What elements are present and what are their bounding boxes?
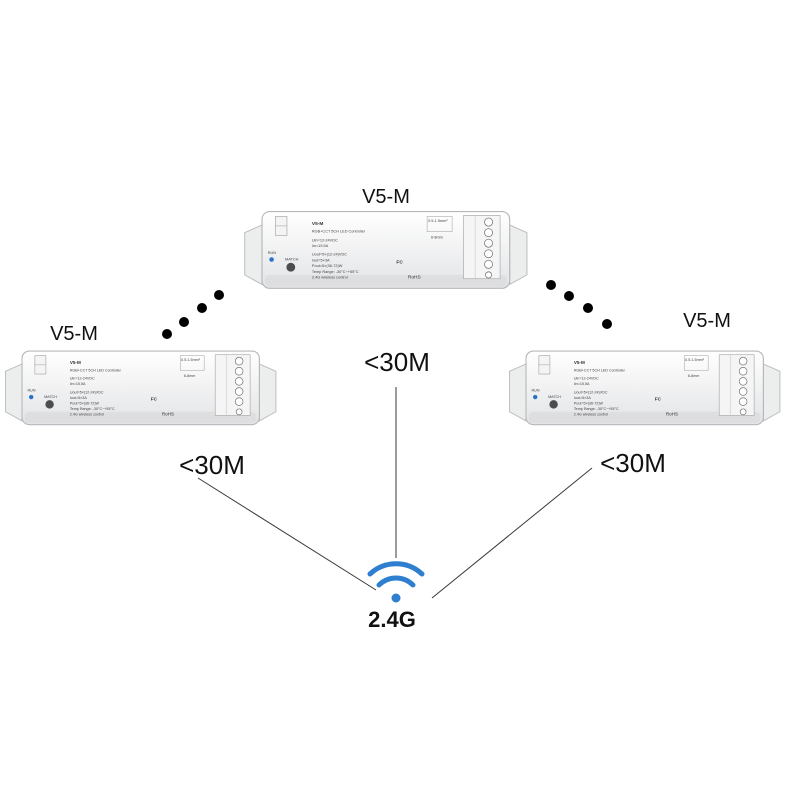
- device-subtitle: RGB+CCT 5CH LED Controller: [70, 368, 122, 372]
- device-wireless: 2.4G wireless control: [574, 412, 608, 416]
- device-iin: Iin=15.5A: [70, 382, 86, 386]
- distance-label-center: <30M: [364, 347, 430, 377]
- fc-mark: FC: [151, 397, 158, 402]
- device-label-left: V5-M: [50, 323, 98, 345]
- device-iout: Iout=5×3A: [70, 396, 87, 400]
- relay-dot: [583, 303, 593, 313]
- device-model: V5-M: [312, 221, 323, 227]
- device-uin: Uin=12-24VDC: [574, 377, 599, 381]
- device-uout: Uout=5×(12-24)VDC: [312, 253, 347, 257]
- device-subtitle: RGB+CCT 5CH LED Controller: [574, 368, 626, 372]
- device-model: V5-M: [70, 360, 81, 365]
- relay-dot: [546, 280, 556, 290]
- link-line-right: [431, 467, 593, 599]
- wire-spec: 0.5-1.5mm²: [428, 218, 448, 223]
- device-iout: Iout=5×3A: [312, 258, 330, 262]
- relay-dots-right: [546, 280, 612, 329]
- link-line-left: [197, 477, 377, 591]
- device-iin: Iin=15.5A: [312, 244, 329, 248]
- link-lines: [197, 387, 593, 599]
- wireless-label: 2.4G: [368, 607, 416, 632]
- device-model: V5-M: [574, 360, 585, 365]
- device-uout: Uout=5×(12-24)VDC: [70, 390, 104, 394]
- relay-dot: [179, 317, 189, 327]
- controller-right: V5-M RGB+CCT 5CH LED Controller Uin=12-2…: [508, 350, 781, 426]
- device-wireless: 2.4G wireless control: [312, 276, 348, 280]
- relay-dot: [197, 303, 207, 313]
- device-temp: Temp Range: -30°C~+55°C: [574, 407, 619, 411]
- device-uout: Uout=5×(12-24)VDC: [574, 390, 608, 394]
- match-label: MATCH: [44, 395, 57, 399]
- device-pout: Pout=5×(36-72)W: [70, 401, 100, 405]
- fc-mark: FC: [396, 259, 403, 265]
- relay-dots-left: [162, 290, 224, 339]
- device-pout: Pout=5×(36-72)W: [312, 264, 343, 268]
- rohs-mark: RoHS: [666, 411, 678, 416]
- match-label: MATCH: [285, 257, 299, 261]
- strip-spec: 6-8mm: [431, 235, 443, 239]
- device-temp: Temp Range: -30°C~+55°C: [312, 270, 359, 274]
- device-label-right: V5-M: [683, 310, 731, 332]
- device-temp: Temp Range: -30°C~+55°C: [70, 407, 115, 411]
- fc-mark: FC: [655, 397, 662, 402]
- relay-dot: [602, 319, 612, 329]
- device-uin: Uin=12-24VDC: [312, 238, 338, 242]
- relay-dot: [564, 291, 574, 301]
- wifi-icon: [367, 561, 425, 603]
- controller-center: V5-M RGB+CCT 5CH LED Controller Uin=12-2…: [244, 210, 528, 289]
- run-label: RUN: [28, 389, 36, 393]
- device-label-center: V5-M: [362, 186, 410, 208]
- device-subtitle: RGB+CCT 5CH LED Controller: [312, 230, 366, 234]
- relay-dot: [162, 329, 172, 339]
- relay-dot: [214, 290, 224, 300]
- rohs-mark: RoHS: [408, 275, 421, 281]
- run-label: RUN: [532, 389, 540, 393]
- match-label: MATCH: [548, 395, 561, 399]
- device-wireless: 2.4G wireless control: [70, 412, 104, 416]
- controller-left: V5-M RGB+CCT 5CH LED Controller Uin=12-2…: [4, 350, 277, 426]
- device-pout: Pout=5×(36-72)W: [574, 401, 604, 405]
- strip-spec: 6-8mm: [688, 374, 699, 378]
- distance-label-right: <30M: [600, 448, 666, 478]
- device-iin: Iin=15.5A: [574, 382, 590, 386]
- wire-spec: 0.5-1.5mm²: [685, 358, 705, 362]
- wire-spec: 0.5-1.5mm²: [181, 358, 201, 362]
- strip-spec: 6-8mm: [184, 374, 195, 378]
- rohs-mark: RoHS: [162, 411, 174, 416]
- device-iout: Iout=5×3A: [574, 396, 591, 400]
- run-label: RUN: [268, 251, 277, 255]
- device-uin: Uin=12-24VDC: [70, 377, 95, 381]
- distance-label-left: <30M: [179, 450, 245, 480]
